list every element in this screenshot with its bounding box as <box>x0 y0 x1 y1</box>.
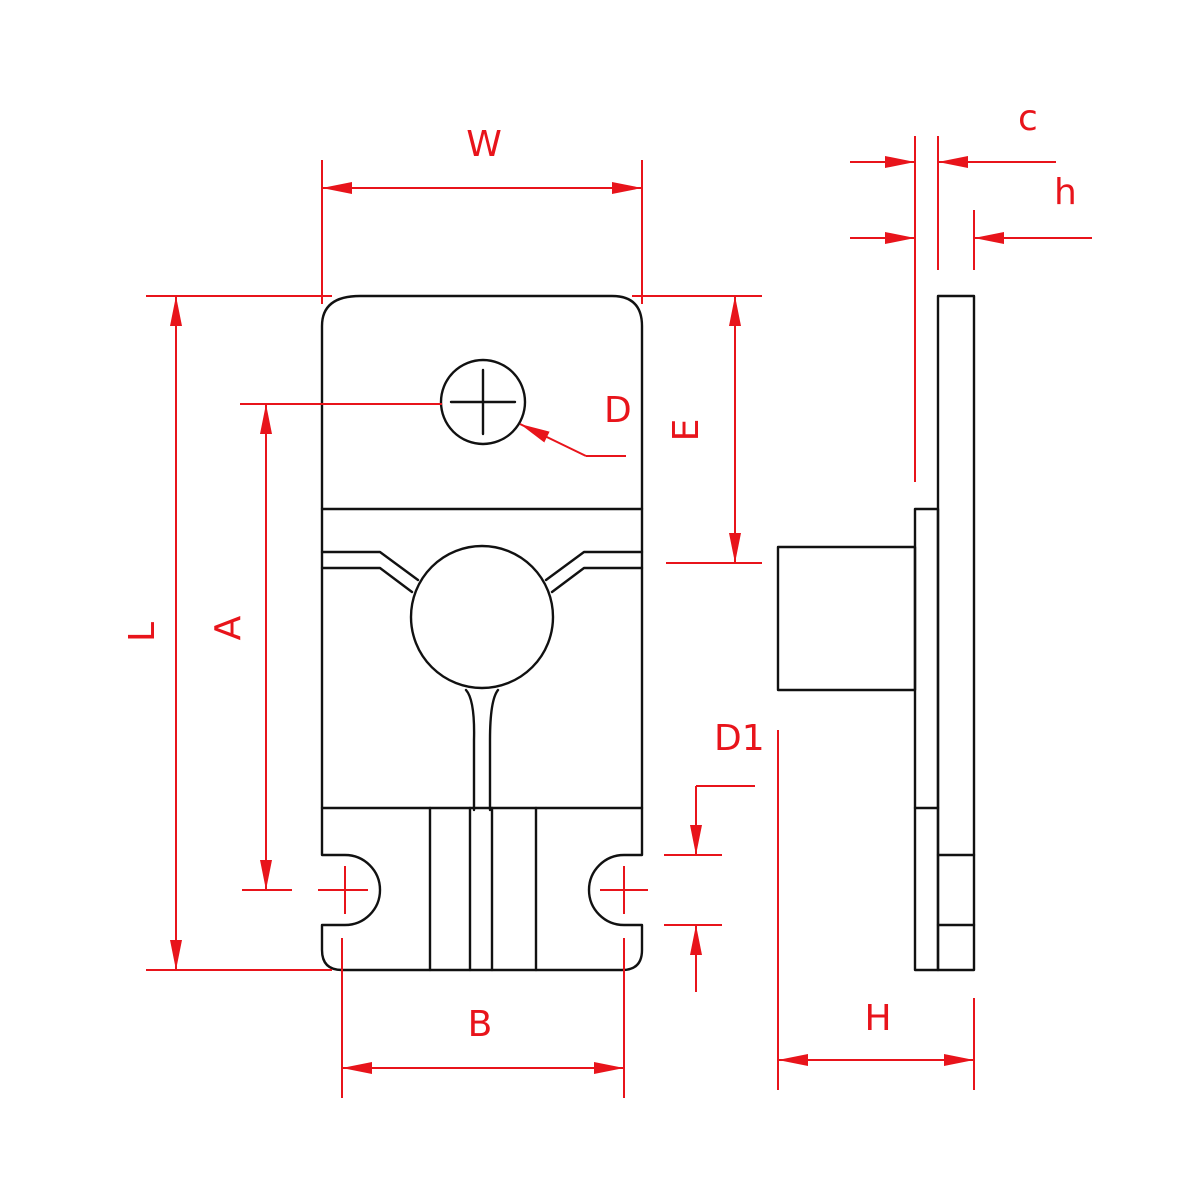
side-plate <box>936 294 976 972</box>
label-h-upper: H <box>864 998 891 1039</box>
right-arm <box>544 550 644 594</box>
label-d: D <box>604 390 632 431</box>
mounting-hole <box>439 358 527 446</box>
side-band <box>913 507 940 972</box>
label-w: W <box>466 124 502 165</box>
front-view <box>318 294 648 972</box>
label-l: L <box>122 622 163 642</box>
center-boss <box>409 544 555 690</box>
label-h-lower: h <box>1054 172 1077 213</box>
label-e: E <box>666 419 707 442</box>
plate-outline <box>320 294 644 972</box>
center-stem <box>464 688 500 812</box>
left-arm <box>320 550 420 594</box>
label-b: B <box>468 1004 493 1045</box>
side-boss <box>776 545 917 692</box>
label-a: A <box>208 615 249 640</box>
side-view <box>776 294 976 972</box>
dimensions: W L A D E B D1 H <box>122 98 1092 1098</box>
label-c: c <box>1018 98 1038 139</box>
label-d1: D1 <box>714 718 765 759</box>
